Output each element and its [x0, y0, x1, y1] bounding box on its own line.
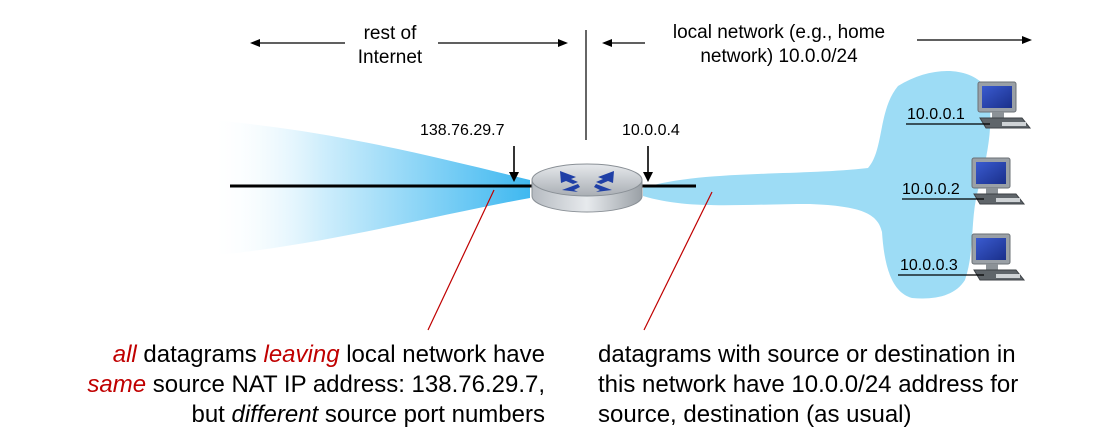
left-caption-text: source NAT IP address: 138.76.29.7,: [146, 371, 545, 398]
rest-of-internet-line2: Internet: [357, 47, 423, 68]
router-wan-ip-label: 138.76.29.7: [420, 122, 505, 139]
right-caption-line3: source, destination (as usual): [598, 401, 912, 428]
local-network-line2: network) 10.0.0/24: [700, 46, 858, 67]
router-icon: [531, 163, 643, 213]
host1-ip-label: 10.0.0.1: [907, 106, 965, 123]
left-caption-text: datagrams: [136, 341, 264, 368]
right-caption-line2: this network have 10.0.0/24 address for: [598, 371, 1019, 398]
host2-ip-label: 10.0.0.2: [902, 181, 960, 198]
right-callout-line: [643, 191, 713, 331]
arrowhead-left-icon: [602, 39, 612, 47]
arrowhead-down-icon: [643, 172, 653, 182]
rest-of-internet-label: rest of Internet: [330, 22, 450, 70]
left-caption-line3: but different source port numbers: [87, 400, 545, 430]
left-callout-line: [427, 189, 495, 331]
host-computer-3-icon: [971, 233, 1026, 281]
host3-ip-label: 10.0.0.3: [900, 257, 958, 274]
internet-beam: [210, 120, 530, 256]
right-caption-line1: datagrams with source or destination in: [598, 341, 1016, 368]
left-caption: all datagrams leaving local network have…: [87, 340, 545, 430]
left-caption-text: source port numbers: [318, 401, 545, 428]
left-caption-text: local network have: [339, 341, 545, 368]
left-caption-line2: same source NAT IP address: 138.76.29.7,: [87, 370, 545, 400]
local-network-label: local network (e.g., home network) 10.0.…: [648, 21, 910, 69]
rest-of-internet-line1: rest of: [363, 23, 417, 44]
arrowhead-left-icon: [250, 39, 260, 47]
left-caption-text: but: [191, 401, 232, 428]
arrowhead-down-icon: [509, 172, 519, 182]
arrowhead-right-icon: [558, 39, 568, 47]
leaving-emphasis: leaving: [263, 341, 340, 368]
host-computer-1-icon: [977, 81, 1032, 129]
router-lan-ip-label: 10.0.0.4: [622, 122, 680, 139]
host-computer-2-icon: [971, 157, 1026, 205]
local-network-line1: local network (e.g., home: [672, 22, 886, 43]
arrowhead-right-icon: [1022, 36, 1032, 44]
different-emphasis: different: [231, 401, 319, 428]
same-emphasis: same: [87, 371, 147, 398]
all-emphasis: all: [112, 341, 137, 368]
left-caption-line1: all datagrams leaving local network have: [87, 340, 545, 370]
right-caption: datagrams with source or destination in …: [598, 340, 1018, 430]
local-network-region: [643, 71, 991, 299]
